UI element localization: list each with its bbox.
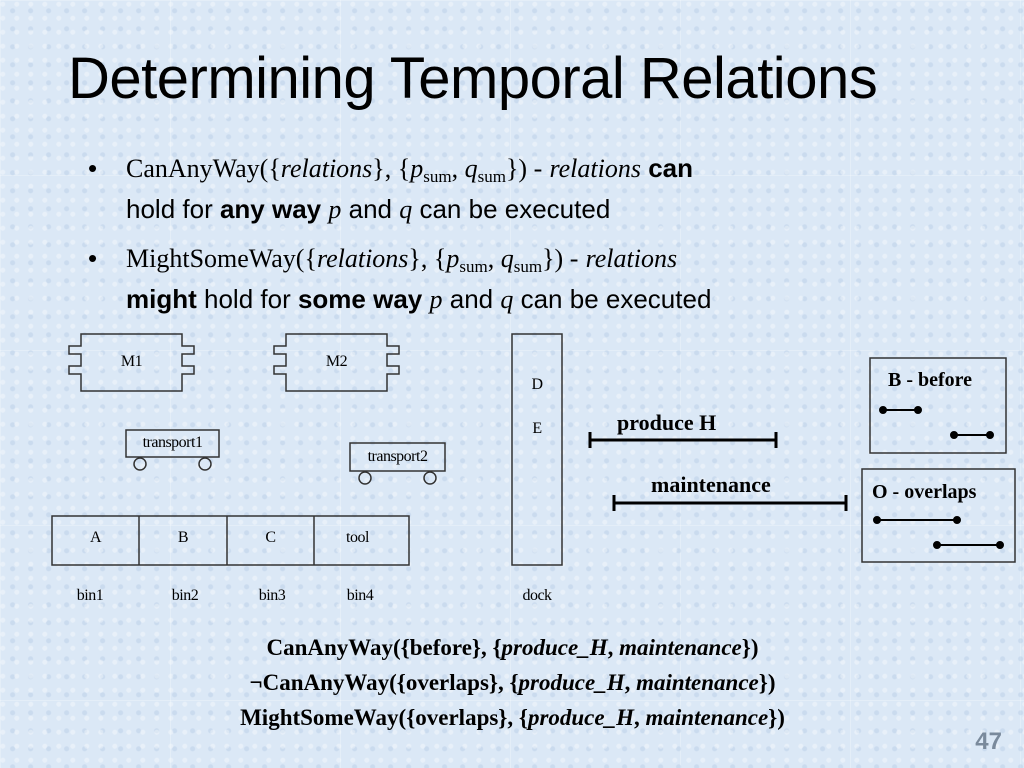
brace-text: }, { (408, 244, 447, 273)
conclusion-sep: , (607, 635, 620, 660)
bullet-canonyway: • CanAnyWay({relations}, {psum, qsum}) -… (88, 148, 988, 230)
p-subscript: sum (423, 167, 452, 186)
brace-text: }, { (372, 154, 411, 183)
slide-title: Determining Temporal Relations (68, 46, 878, 111)
close-text: }) - (542, 244, 579, 273)
conclusion-close: }) (768, 705, 785, 730)
conclusion-arg-a: produce_H (527, 705, 634, 730)
func-name: MightSomeWay({ (126, 244, 317, 273)
q-subscript: sum (477, 167, 506, 186)
conclusion-arg-b: maintenance (619, 635, 742, 660)
legend-before-label: B - before (888, 369, 973, 391)
q-term: q (464, 154, 478, 183)
and-text: and (348, 194, 392, 224)
tail-text: can be executed (419, 194, 611, 224)
relations-term-2: relations (549, 154, 641, 183)
bullet-list: • CanAnyWay({relations}, {psum, qsum}) -… (88, 148, 988, 328)
keyword-any-way: any way (219, 194, 322, 224)
endpoint (986, 431, 994, 439)
conclusion-arg-a: produce_H (501, 635, 608, 660)
bullet-line-2: might hold for some way p and q can be e… (126, 279, 988, 320)
relations-term-2: relations (585, 244, 678, 273)
keyword-can: can (648, 153, 693, 183)
bullet-dot: • (88, 153, 98, 183)
p-term-2: p (328, 195, 342, 224)
bullet-dot: • (88, 243, 98, 273)
bullet-mightsomeway: • MightSomeWay({relations}, {psum, qsum}… (88, 238, 988, 320)
endpoint (950, 431, 958, 439)
transport1-wheel-right (198, 457, 212, 471)
transport1-label: transport1 (142, 434, 203, 451)
bin-name: bin3 (258, 587, 286, 604)
conclusion-line: ¬CanAnyWay({overlaps}, {produce_H, maint… (150, 665, 875, 700)
dock-letter-e: E (532, 420, 542, 437)
dock-shape (511, 333, 563, 566)
transport2-wheel-right (423, 471, 437, 485)
keyword-might: might (126, 284, 197, 314)
conclusion-line: CanAnyWay({before}, {produce_H, maintena… (150, 630, 875, 665)
bin-content: A (89, 529, 102, 546)
conclusion-sep: , (624, 670, 637, 695)
maintenance-label: maintenance (651, 472, 771, 497)
conclusion-func: MightSomeWay({overlaps}, { (240, 705, 528, 730)
p-term: p (410, 154, 424, 183)
conclusion-func: CanAnyWay({before}, { (266, 635, 502, 660)
endpoint (933, 541, 941, 549)
conclusion-arg-b: maintenance (645, 705, 769, 730)
conclusion-close: }) (758, 670, 776, 695)
machine-m1-label: M1 (120, 353, 143, 370)
dock-letter-d: D (531, 376, 543, 393)
conclusion-arg-a: produce_H (518, 670, 625, 695)
endpoint (953, 516, 961, 524)
conclusions-block: CanAnyWay({before}, {produce_H, maintena… (150, 630, 875, 735)
q-subscript: sum (513, 257, 543, 276)
page-number: 47 (975, 728, 1002, 755)
hold-for-text: hold for (204, 284, 291, 314)
transport1-wheel-left (133, 457, 147, 471)
conclusion-close: }) (741, 635, 759, 660)
relations-term: relations (280, 154, 373, 183)
q-term-2: q (399, 195, 413, 224)
conclusion-func: CanAnyWay({overlaps}, { (262, 670, 519, 695)
relations-term: relations (316, 244, 409, 273)
dock-label: dock (522, 587, 552, 604)
bin-content: B (177, 529, 189, 546)
conclusion-line: MightSomeWay({overlaps}, {produce_H, mai… (150, 700, 875, 735)
q-term-2: q (500, 285, 514, 314)
conclusion-arg-b: maintenance (636, 670, 759, 695)
q-term: q (500, 244, 514, 273)
transport2-wheel-left (358, 471, 372, 485)
bullet-line-2: hold for any way p and q can be executed (126, 189, 988, 230)
close-text: }) - (505, 154, 543, 183)
legend-overlaps-label: O - overlaps (872, 481, 977, 503)
bin-name: bin1 (76, 587, 104, 604)
bin-content: tool (346, 529, 369, 546)
endpoint (879, 406, 887, 414)
comma-text: , (451, 154, 465, 183)
negation-symbol: ¬ (249, 670, 263, 695)
bin-name: bin2 (171, 587, 199, 604)
bin-name: bin4 (346, 587, 374, 604)
conclusion-sep: , (634, 705, 646, 730)
transport2-label: transport2 (367, 448, 428, 465)
bin-content: C (265, 529, 276, 546)
hold-for-text: hold for (126, 194, 213, 224)
p-subscript: sum (459, 257, 488, 276)
bullet-line-1: MightSomeWay({relations}, {psum, qsum}) … (126, 238, 988, 279)
machine-m2-label: M2 (325, 353, 348, 370)
endpoint (873, 516, 881, 524)
func-name: CanAnyWay({ (126, 154, 281, 183)
p-term-2: p (429, 285, 443, 314)
endpoint (914, 406, 922, 414)
p-term: p (446, 244, 460, 273)
keyword-some-way: some way (297, 284, 423, 314)
comma-text: , (487, 244, 501, 273)
tail-text: can be executed (520, 284, 712, 314)
endpoint (996, 541, 1004, 549)
bullet-line-1: CanAnyWay({relations}, {psum, qsum}) - r… (126, 148, 988, 189)
and-text: and (449, 284, 494, 314)
produce-h-label: produce H (617, 410, 717, 435)
